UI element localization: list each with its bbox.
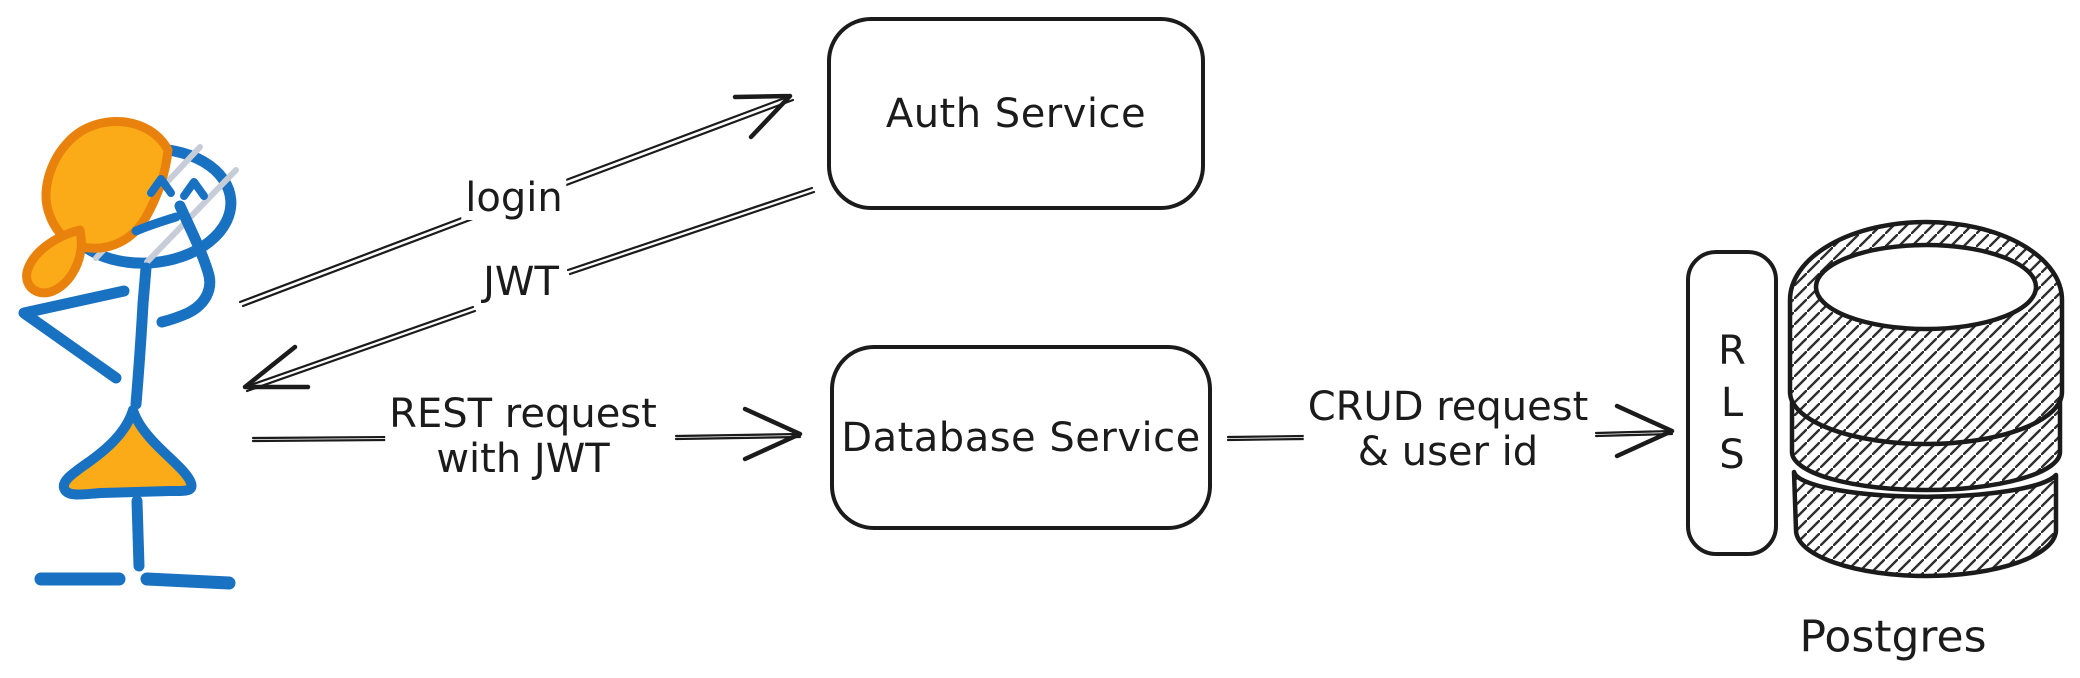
- rls-node: R L S: [1686, 250, 1778, 556]
- database-service-node: Database Service: [830, 345, 1212, 530]
- login-arrow: [238, 93, 795, 308]
- user-torso: [130, 298, 149, 410]
- user-leg: [131, 495, 145, 572]
- jwt-arrow: [242, 186, 816, 393]
- user-foot-right: [140, 572, 236, 590]
- jwt-arrow-label: JWT: [479, 260, 563, 304]
- user-ponytail: [22, 225, 86, 298]
- rls-letter-s: S: [1719, 432, 1745, 478]
- rls-letter-l: L: [1720, 380, 1744, 426]
- auth-service-node: Auth Service: [827, 17, 1205, 210]
- crud-request-arrow-label: CRUD request & user id: [1303, 384, 1593, 475]
- user-mouth: [131, 212, 181, 236]
- rest-request-label-line1: REST request: [389, 391, 657, 437]
- crud-request-arrow: [1226, 403, 1675, 459]
- rest-request-arrow: [251, 406, 803, 462]
- rls-letter-r: R: [1718, 328, 1746, 374]
- user-hair: [41, 117, 173, 253]
- postgres-database-icon: [1787, 219, 2065, 579]
- database-service-label: Database Service: [841, 414, 1201, 461]
- user-skirt: [58, 405, 197, 500]
- user-right-arm: [156, 200, 216, 328]
- postgres-caption: Postgres: [1799, 611, 1987, 663]
- rest-request-label-line2: with JWT: [436, 436, 610, 482]
- login-arrow-label: login: [461, 176, 567, 220]
- crud-request-label-line2: & user id: [1357, 429, 1539, 475]
- crud-request-label-line1: CRUD request: [1307, 384, 1589, 430]
- rest-request-arrow-label: REST request with JWT: [385, 392, 661, 482]
- auth-service-label: Auth Service: [885, 90, 1147, 137]
- user-stick-figure-icon: [18, 117, 239, 590]
- user-neck: [137, 262, 152, 310]
- user-eyes: [147, 175, 208, 200]
- user-left-arm: [18, 285, 130, 384]
